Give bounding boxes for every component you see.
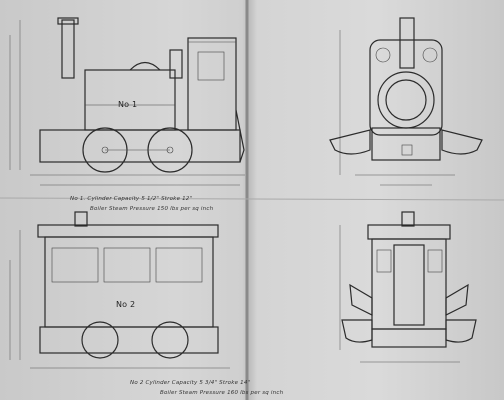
loco2-number-plate: No 2 [116,300,136,309]
loco2-roof-front [367,224,451,240]
loco2-window [155,247,203,283]
loco1-pressure-caption: Boiler Steam Pressure 150 lbs per sq inc… [90,206,214,212]
loco2-end-body [371,238,447,330]
loco1-frame [39,129,241,163]
loco2-caption: No 2 Cylinder Capacity 5 3/4" Stroke 14" [130,380,251,386]
fold-line-horizontal [0,197,504,201]
loco1-cab-front [369,39,443,136]
loco2-wheel [81,321,119,359]
loco2-side-view [9,211,230,369]
loco1-caption: No 1. Cylinder Capacity 5 1/2" Stroke 12… [70,196,193,202]
loco1-side-view [9,17,245,186]
loco2-window [103,247,151,283]
loco2-door [393,244,425,326]
loco1-dome [129,61,161,71]
loco1-chimney [61,19,75,79]
loco2-pressure-caption: Boiler Steam Pressure 160 lbs per sq inc… [160,390,284,396]
loco2-window [51,247,99,283]
loco1-number-plate: No 1 [118,100,138,109]
loco2-end-view [339,211,477,363]
loco2-roof [37,224,219,238]
loco2-wheel [151,321,189,359]
loco1-cab [187,37,237,131]
loco1-end-view [329,17,483,186]
loco1-chimney-front [399,17,415,69]
